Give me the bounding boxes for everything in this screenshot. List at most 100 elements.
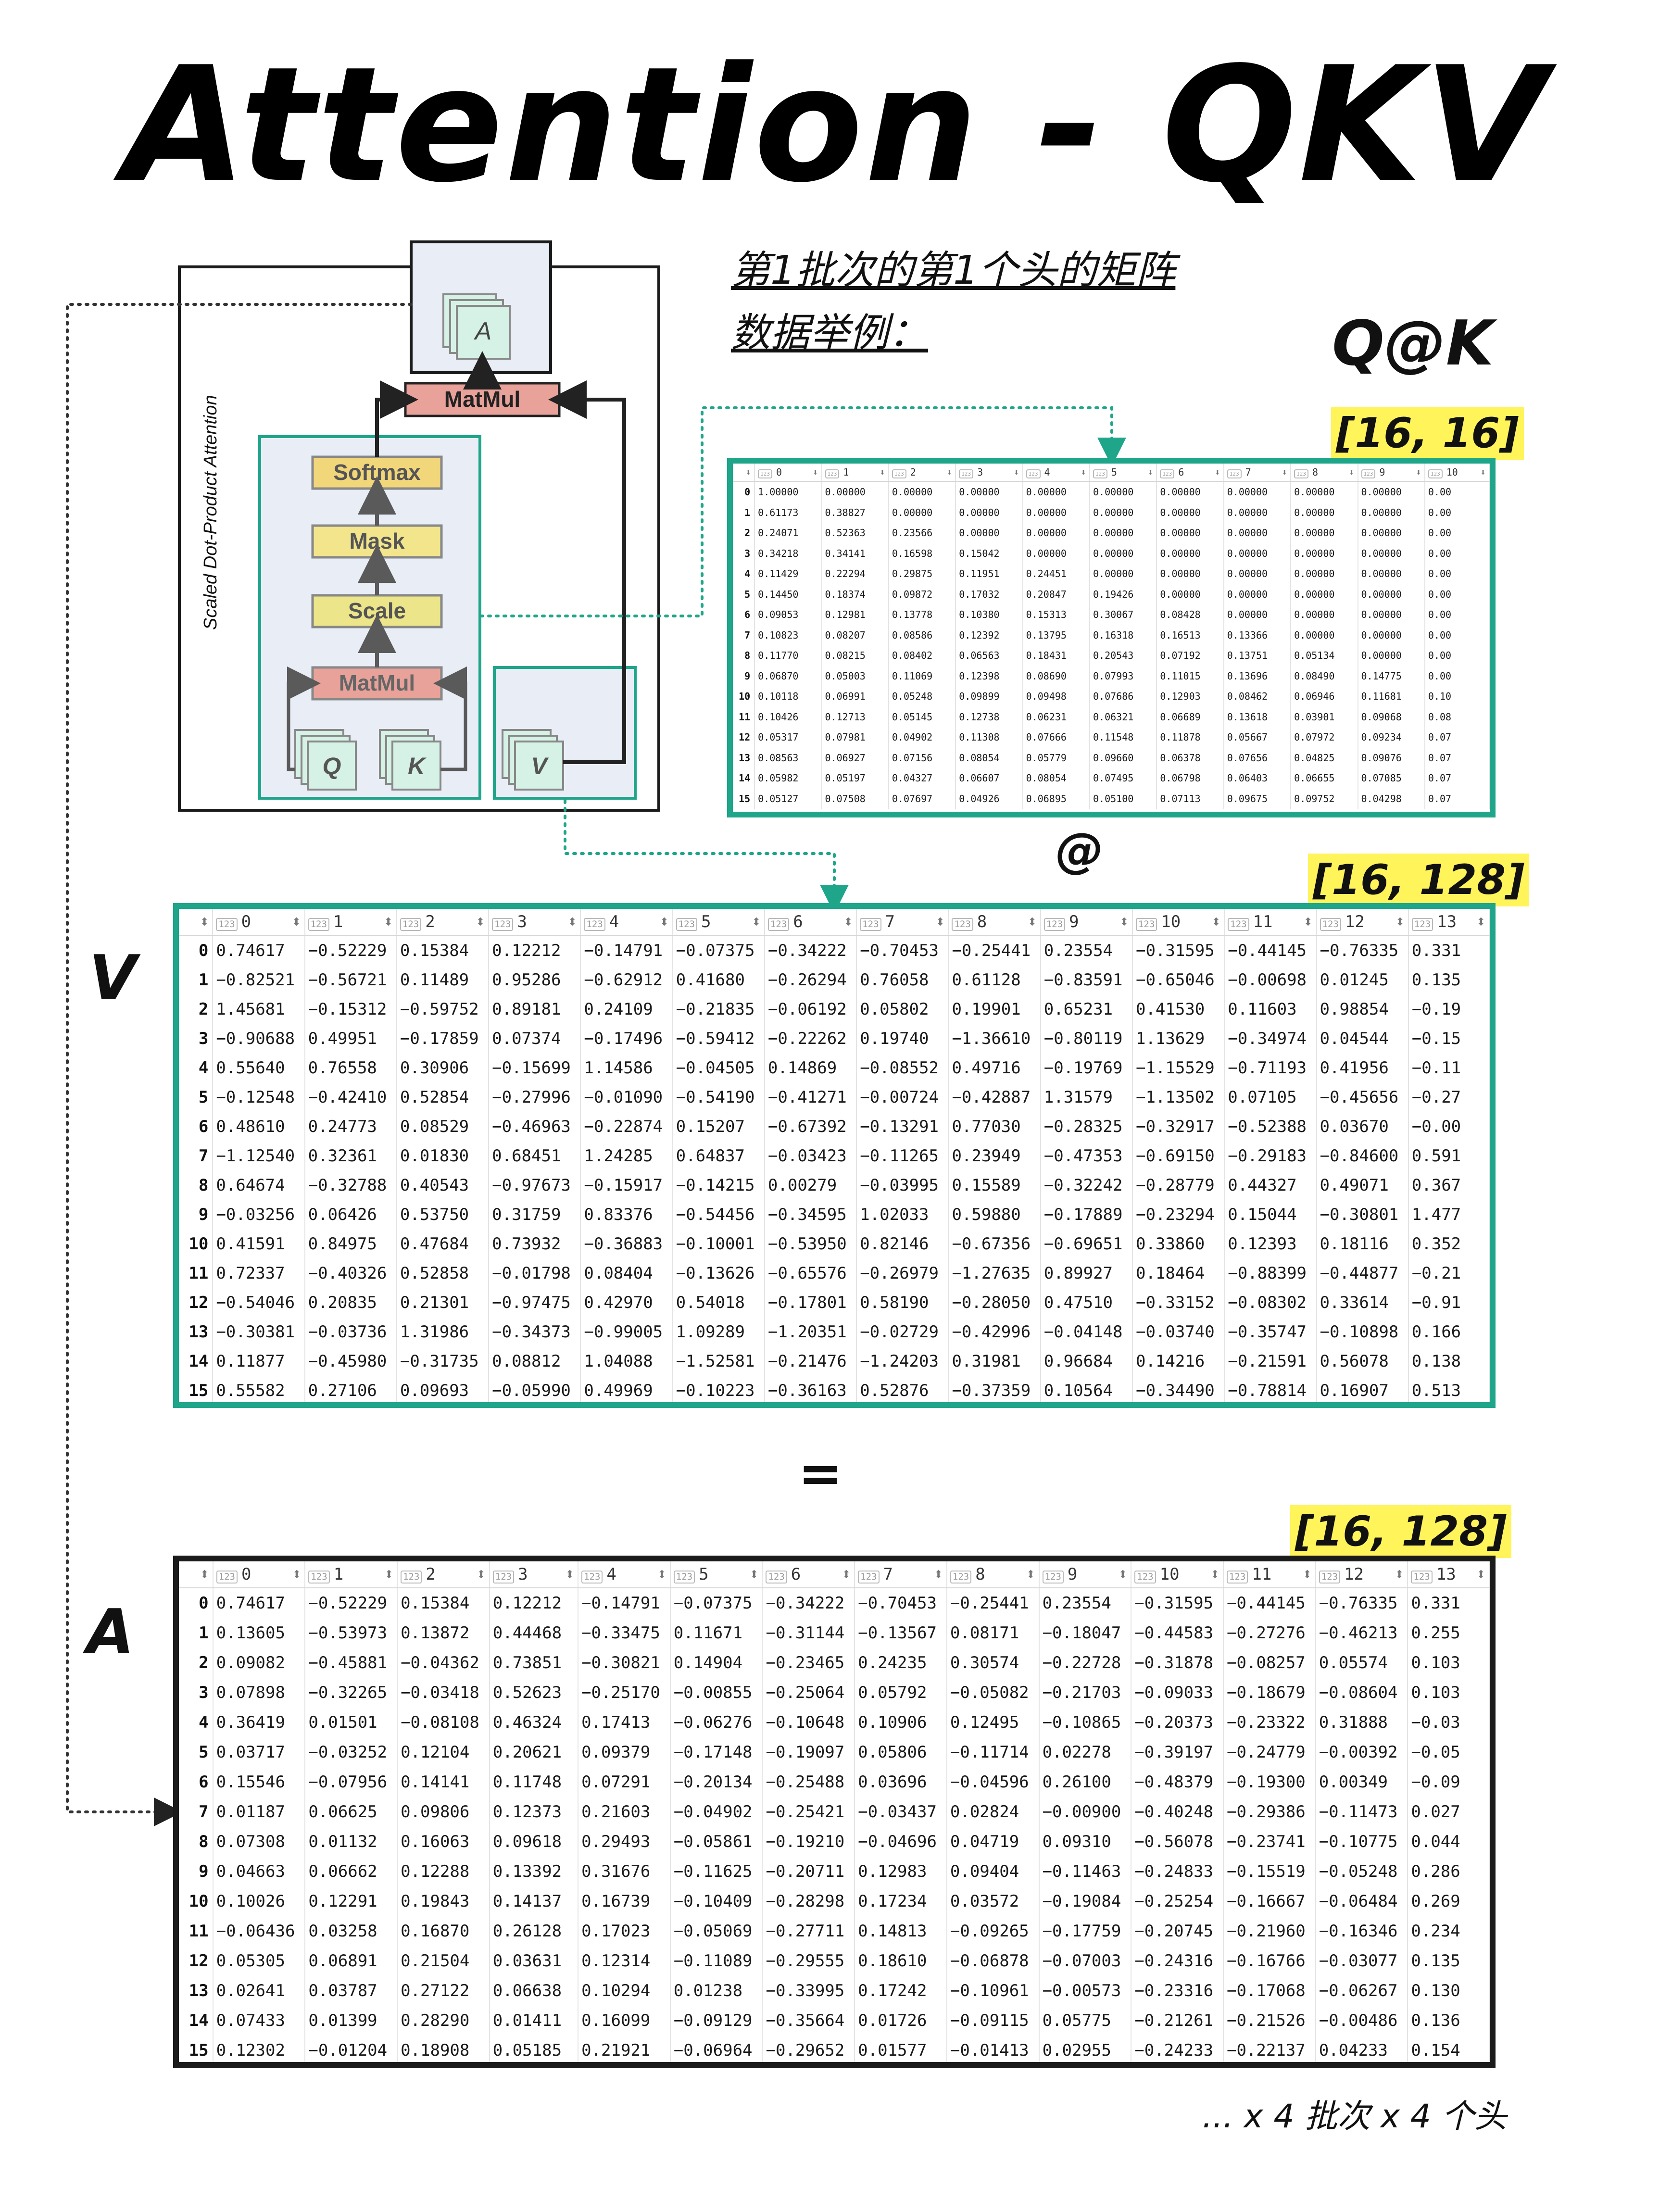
sort-icon[interactable]: ⬍ <box>1080 466 1086 478</box>
sort-icon[interactable]: ⬍ <box>476 1565 486 1584</box>
sort-icon[interactable]: ⬍ <box>565 1565 575 1584</box>
sort-icon[interactable]: ⬍ <box>749 1565 759 1584</box>
sort-icon[interactable]: ⬍ <box>1302 1565 1312 1584</box>
table-cell: 0.07374 <box>489 1024 581 1053</box>
sort-icon[interactable]: ⬍ <box>1476 912 1486 931</box>
sort-icon[interactable]: ⬍ <box>1394 1565 1405 1584</box>
sort-icon[interactable]: ⬍ <box>1480 466 1486 478</box>
numeric-type-icon: 123 <box>308 1571 330 1584</box>
table-cell: 0.00000 <box>1358 584 1425 604</box>
column-header-label: 6 <box>1178 466 1184 478</box>
table-cell: −0.06436 <box>213 1916 306 1946</box>
sort-icon[interactable]: ⬍ <box>841 1565 852 1584</box>
column-header-label: 3 <box>517 912 527 931</box>
index-header[interactable]: ⬍ <box>733 464 755 482</box>
sort-icon[interactable]: ⬍ <box>879 466 885 478</box>
sort-icon[interactable]: ⬍ <box>657 1565 667 1584</box>
table-cell: 0.103 <box>1408 1678 1490 1708</box>
sort-icon[interactable]: ⬍ <box>1303 912 1313 931</box>
sort-icon[interactable]: ⬍ <box>200 1565 210 1584</box>
sort-icon[interactable]: ⬍ <box>475 912 486 931</box>
sort-icon[interactable]: ⬍ <box>745 466 752 478</box>
sort-icon[interactable]: ⬍ <box>751 912 761 931</box>
sort-icon[interactable]: ⬍ <box>1214 466 1220 478</box>
table-cell: −0.67392 <box>764 1112 857 1141</box>
sort-icon[interactable]: ⬍ <box>1026 1565 1036 1584</box>
sort-icon[interactable]: ⬍ <box>1118 1565 1128 1584</box>
sort-icon[interactable]: ⬍ <box>1211 912 1221 931</box>
sort-icon[interactable]: ⬍ <box>659 912 669 931</box>
column-header-label: 10 <box>1161 912 1181 931</box>
output-a-label: A <box>474 317 492 345</box>
table-cell: −0.06267 <box>1315 1976 1408 2006</box>
sort-icon[interactable]: ⬍ <box>199 912 210 931</box>
sort-icon[interactable]: ⬍ <box>383 912 393 931</box>
sort-icon[interactable]: ⬍ <box>946 466 953 478</box>
index-header[interactable]: ⬍ <box>179 1561 214 1588</box>
sort-icon[interactable]: ⬍ <box>1027 912 1037 931</box>
index-header[interactable]: ⬍ <box>179 909 214 936</box>
table-cell: 0.13696 <box>1223 666 1292 686</box>
sort-icon[interactable]: ⬍ <box>1395 912 1405 931</box>
sort-icon[interactable]: ⬍ <box>843 912 854 931</box>
sort-icon[interactable]: ⬍ <box>812 466 818 478</box>
sort-icon[interactable]: ⬍ <box>1147 466 1154 478</box>
sort-icon[interactable]: ⬍ <box>1415 466 1421 478</box>
sort-icon[interactable]: ⬍ <box>1210 1565 1220 1584</box>
sort-icon[interactable]: ⬍ <box>935 912 945 931</box>
table-cell: 0.12392 <box>955 625 1023 645</box>
sort-icon[interactable]: ⬍ <box>1013 466 1019 478</box>
sort-icon[interactable]: ⬍ <box>1119 912 1129 931</box>
sort-icon[interactable]: ⬍ <box>1348 466 1355 478</box>
table-cell: 0.11548 <box>1090 727 1157 748</box>
table-cell: 0.38827 <box>821 502 889 523</box>
sort-icon[interactable]: ⬍ <box>1476 1565 1486 1584</box>
sort-icon[interactable]: ⬍ <box>1282 466 1288 478</box>
sort-icon[interactable]: ⬍ <box>291 1565 302 1584</box>
sort-icon[interactable]: ⬍ <box>384 1565 394 1584</box>
sort-icon[interactable]: ⬍ <box>567 912 578 931</box>
sort-icon[interactable]: ⬍ <box>933 1565 943 1584</box>
sort-icon[interactable]: ⬍ <box>291 912 302 931</box>
